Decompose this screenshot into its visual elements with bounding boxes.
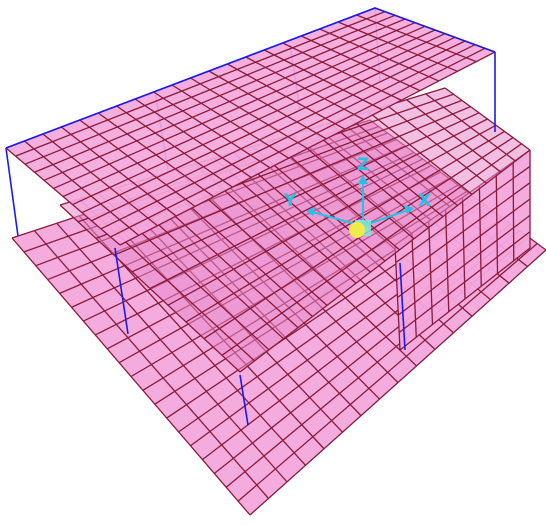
global-axes-triad: Z X Y <box>283 155 431 238</box>
z-axis-label: Z <box>357 155 369 175</box>
roof-slab-gridline <box>24 14 396 165</box>
roof-slab[interactable] <box>5 7 496 246</box>
middle-slab-gridline <box>167 124 497 306</box>
roof-slab-gridline <box>110 47 486 238</box>
roof-slab-gridline <box>100 44 476 230</box>
roof-slab-gridline <box>91 40 466 222</box>
middle-slab-gridline <box>185 130 505 323</box>
roof-slab-gridline <box>43 22 416 181</box>
roof-edge-beam <box>5 7 496 149</box>
roof-slab-gridline <box>119 51 496 246</box>
roof-slab-gridline <box>62 29 436 198</box>
side-wall-gridline <box>397 214 531 316</box>
frame-column <box>5 147 19 237</box>
side-wall-gridline <box>395 165 531 264</box>
frame-column <box>239 374 249 426</box>
roof-slab-gridline <box>72 33 446 206</box>
ground-slab-gridline <box>237 243 538 502</box>
middle-slab-gridline <box>131 112 480 273</box>
y-axis-label: Y <box>283 191 297 211</box>
side-wall-gridline <box>399 247 531 351</box>
middle-slab-gridline <box>203 137 514 340</box>
frame-column <box>114 247 129 335</box>
middle-slab-gridline <box>113 105 471 256</box>
ground-slab-gridline <box>249 249 546 516</box>
roof-slab-gridline <box>53 25 426 190</box>
frame-column <box>399 262 406 351</box>
z-axis-arrowhead <box>358 175 368 184</box>
side-wall-gridline <box>396 182 531 281</box>
roof-slab-gridline <box>15 11 386 157</box>
side-wall-gridline <box>397 198 531 299</box>
origin-sphere <box>349 222 365 238</box>
middle-slab-gridline <box>221 143 522 356</box>
x-axis-arrowhead <box>404 205 414 214</box>
x-axis-label: X <box>418 191 431 211</box>
roof-slab-gridline <box>81 36 456 214</box>
middle-slab-gridline <box>239 149 531 373</box>
roof-slab-gridline <box>34 18 406 173</box>
side-wall-gridline <box>398 231 531 334</box>
y-axis-arrowhead <box>306 207 315 216</box>
middle-slab-gridline <box>149 118 488 290</box>
